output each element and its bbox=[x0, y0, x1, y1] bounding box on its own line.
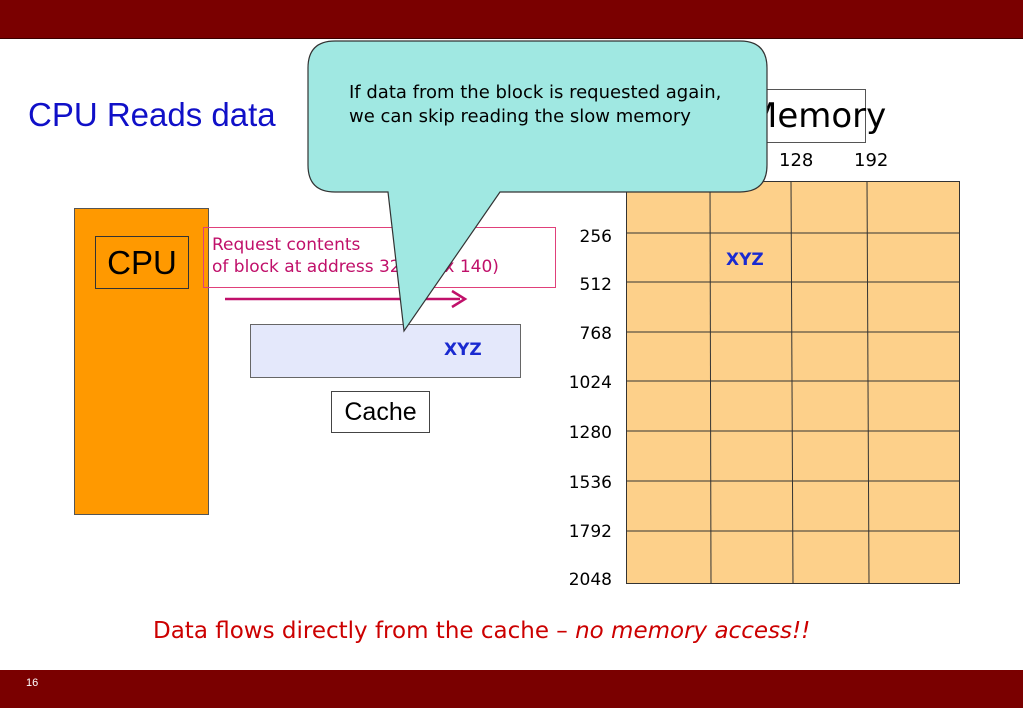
footer-main: Data flows directly from the cache – bbox=[153, 618, 576, 644]
memory-row-label: 768 bbox=[579, 324, 612, 344]
memory-row-label: 1792 bbox=[568, 522, 612, 542]
footer-bar bbox=[0, 670, 1023, 708]
cpu-block bbox=[74, 208, 209, 515]
slide-title: CPU Reads data bbox=[28, 96, 276, 133]
cache-block bbox=[250, 324, 521, 378]
memory-row-label: 512 bbox=[579, 275, 612, 295]
memory-row-label: 256 bbox=[579, 227, 612, 247]
memory-column-label: 192 bbox=[854, 150, 889, 171]
cache-contents: XYZ bbox=[444, 340, 482, 360]
memory-column-label: 128 bbox=[779, 150, 814, 171]
memory-block-contents: XYZ bbox=[726, 250, 764, 270]
memory-row-label: 2048 bbox=[568, 570, 612, 590]
callout-text: If data from the block is requested agai… bbox=[349, 82, 722, 127]
memory-row-label: 1280 bbox=[568, 423, 612, 443]
header-bar bbox=[0, 0, 1023, 39]
memory-grid bbox=[626, 180, 960, 585]
footer-emphasis: no memory access!! bbox=[575, 618, 811, 644]
footer-message: Data flows directly from the cache – no … bbox=[153, 618, 810, 644]
cache-label: Cache bbox=[331, 391, 430, 433]
memory-row-label: 1536 bbox=[568, 473, 612, 493]
request-box bbox=[203, 227, 556, 288]
cpu-label: CPU bbox=[95, 236, 189, 289]
memory-row-label: 1024 bbox=[568, 373, 612, 393]
request-line-1: Request contents bbox=[212, 235, 361, 255]
slide-number: 16 bbox=[26, 677, 39, 689]
